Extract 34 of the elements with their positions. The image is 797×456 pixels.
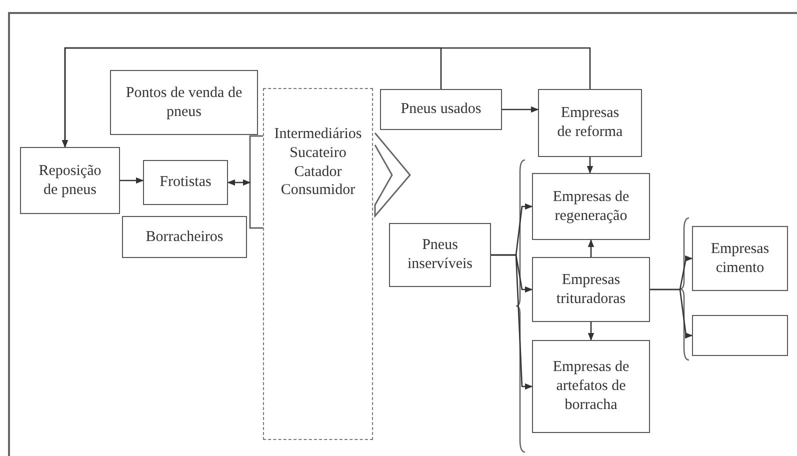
arrow — [491, 254, 533, 390]
dashed-group-box — [263, 88, 373, 440]
arrow — [586, 157, 594, 174]
node-label: Reposição de pneus — [38, 162, 102, 200]
arrow — [120, 177, 144, 184]
process-box — [692, 226, 788, 291]
node-label: Pontos de venda de pneus — [125, 84, 243, 122]
process-box — [380, 89, 502, 130]
process-box — [692, 315, 788, 356]
node-label: Empresas trituradoras — [555, 270, 627, 308]
arrow — [502, 106, 539, 113]
arrow — [588, 239, 594, 257]
node-label: Empresas de regeneração — [552, 188, 630, 226]
process-box — [110, 70, 258, 135]
node-label: Empresas de artefatos de borracha — [552, 358, 630, 415]
process-box — [122, 216, 247, 258]
arrow — [227, 179, 251, 186]
arrow — [588, 322, 594, 341]
process-box — [532, 257, 650, 322]
node-label: Pneus inservíveis — [406, 236, 474, 274]
node-label: Frotistas — [160, 173, 212, 192]
arrow — [650, 288, 693, 339]
node-label: Pneus usados — [400, 100, 482, 119]
process-box — [538, 89, 642, 157]
node-label: Borracheiros — [146, 228, 224, 246]
process-box — [532, 173, 650, 240]
process-box — [20, 147, 120, 214]
process-box — [532, 340, 650, 433]
process-box — [389, 223, 491, 287]
node-label: Intermediários Sucateiro Catador Consumidor — [274, 125, 362, 200]
process-box — [143, 160, 228, 205]
node-label: Empresas de reforma — [556, 104, 624, 142]
arrow — [62, 47, 591, 148]
node-label: Empresas cimento — [710, 240, 770, 278]
